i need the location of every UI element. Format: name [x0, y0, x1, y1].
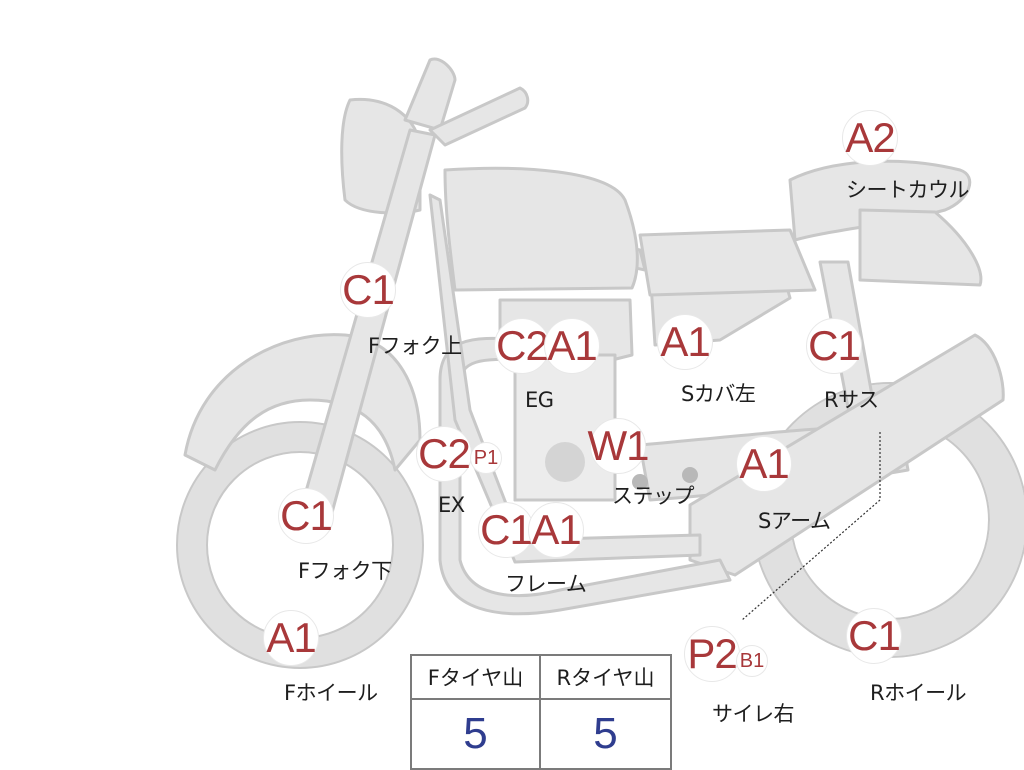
handlebar-shape	[403, 57, 457, 132]
label-side-cover-left: Sカバ左	[681, 382, 756, 406]
grade-seat-cowl: A2	[842, 110, 898, 166]
silencer-leader-line	[741, 432, 881, 621]
grade-exhaust-c: C2	[416, 426, 472, 482]
label-front-fork-lower: Fフォク下	[298, 559, 392, 583]
seat-shape	[638, 228, 817, 297]
engine-cover-shape	[545, 442, 585, 482]
label-frame: フレーム	[505, 572, 587, 596]
label-step: ステップ	[612, 484, 695, 508]
label-front-wheel: Fホイール	[284, 681, 378, 705]
label-engine: EG	[525, 388, 554, 412]
grade-swing-arm: A1	[736, 436, 792, 492]
grade-rear-suspension: C1	[806, 318, 862, 374]
silencer-shape	[688, 333, 1005, 577]
step-left-shape	[632, 474, 648, 490]
grade-silencer-right-b: B1	[736, 645, 768, 677]
grade-front-wheel: A1	[263, 610, 319, 666]
grade-step: W1	[588, 418, 650, 474]
table-header-front-tire: Fタイヤ山	[412, 656, 541, 700]
label-rear-suspension: Rサス	[824, 388, 879, 412]
tire-tread-table: Fタイヤ山 Rタイヤ山 5 5	[410, 654, 672, 770]
table-value-front-tire: 5	[412, 700, 541, 768]
grade-side-cover-left: A1	[657, 314, 713, 370]
grade-frame-c: C1	[478, 502, 534, 558]
label-seat-cowl: シートカウル	[846, 178, 970, 202]
label-silencer-right: サイレ右	[712, 702, 795, 726]
grade-front-fork-upper: C1	[340, 262, 396, 318]
grade-silencer-right-p: P2	[684, 626, 740, 682]
table-value-rear-tire: 5	[593, 709, 618, 758]
grade-exhaust-p: P1	[470, 442, 502, 474]
label-exhaust: EX	[438, 493, 465, 517]
label-front-fork-upper: Fフォク上	[368, 334, 462, 358]
grade-frame-a: A1	[528, 502, 584, 558]
grade-front-fork-lower: C1	[278, 488, 334, 544]
table-header-rear-tire: Rタイヤ山	[541, 656, 670, 700]
grade-engine-c: C2	[494, 318, 550, 374]
tail-fender-shape	[858, 208, 983, 287]
grade-engine-a: A1	[544, 318, 600, 374]
grade-rear-wheel: C1	[846, 608, 902, 664]
fuel-tank-shape	[443, 166, 639, 292]
step-right-shape	[682, 467, 698, 483]
label-rear-wheel: Rホイール	[870, 681, 967, 705]
label-swing-arm: Sアーム	[758, 509, 831, 533]
